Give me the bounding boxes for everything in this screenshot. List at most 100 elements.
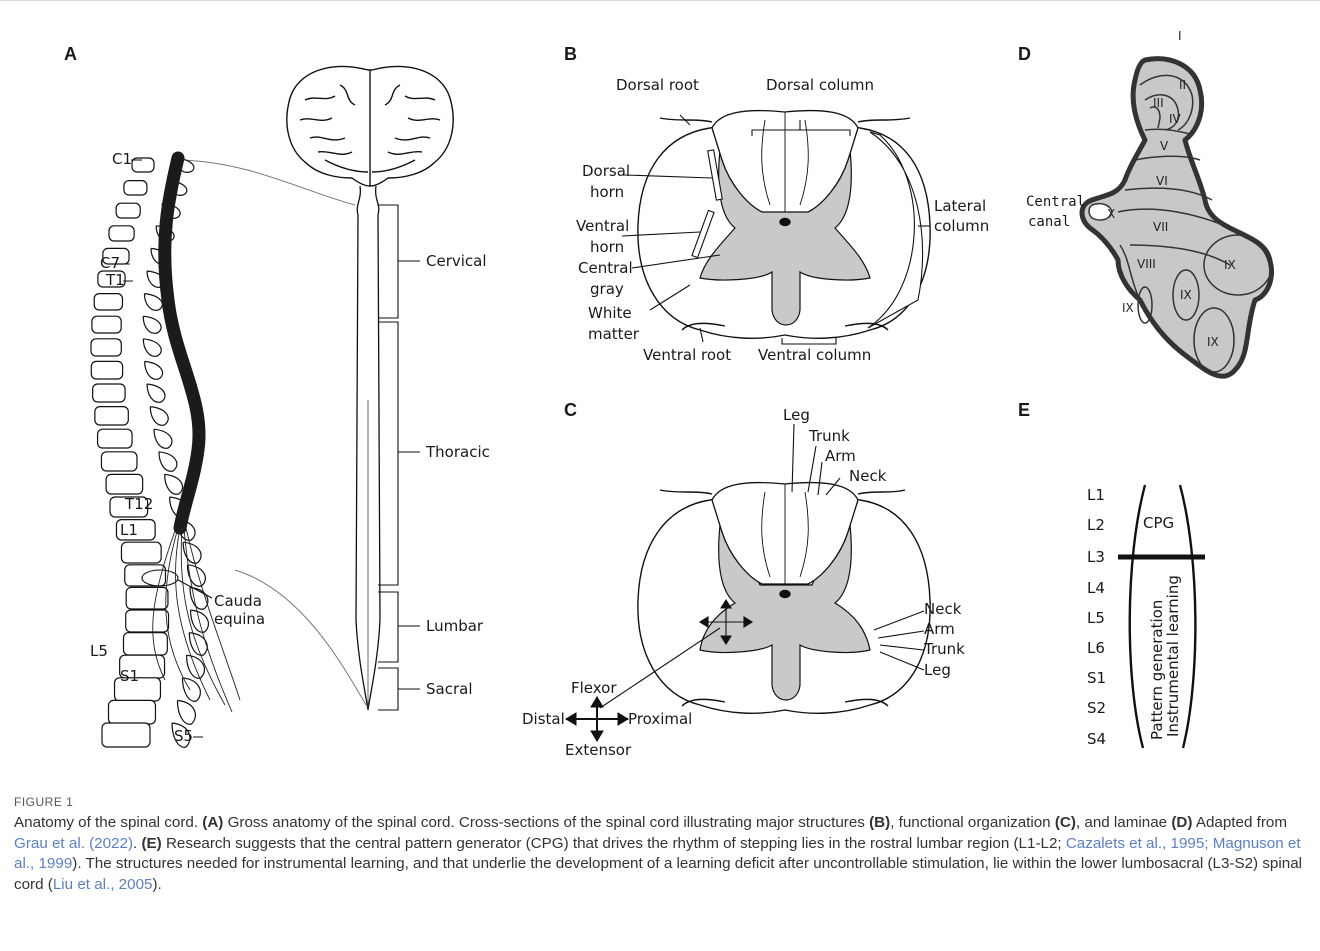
- lamina-vii: VII: [1153, 220, 1168, 234]
- segment-s1: S1: [1087, 669, 1106, 687]
- segment-l3: L3: [1087, 548, 1105, 566]
- caption-text-2: Gross anatomy of the spinal cord. Cross-…: [223, 814, 869, 831]
- vertebra-process: [189, 633, 207, 656]
- label-flexor: Flexor: [571, 679, 617, 697]
- citation-link-grau[interactable]: Grau et al. (2022): [14, 835, 133, 852]
- citation-link-liu[interactable]: Liu et al., 2005: [53, 876, 153, 893]
- label-white-matter-1: White: [588, 304, 632, 322]
- figure-number: FIGURE 1: [14, 795, 73, 809]
- lamina-ix-4: IX: [1207, 335, 1219, 349]
- vertebra-process: [144, 294, 162, 311]
- caption-bold-d: (D): [1171, 814, 1192, 831]
- label-dorsal-root: Dorsal root: [616, 76, 699, 94]
- lamina-ix-1: IX: [1224, 258, 1236, 272]
- segment-l5: L5: [1087, 609, 1105, 627]
- cauda-label-1: Cauda: [214, 592, 262, 610]
- label-c-arm: Arm: [825, 447, 856, 465]
- lamina-i: I: [1178, 29, 1182, 43]
- caption-text-1: Anatomy of the spinal cord.: [14, 814, 202, 831]
- label-dorsal-horn-1: Dorsal: [582, 162, 630, 180]
- lamina-ii: II: [1179, 78, 1186, 92]
- vertebra-process: [143, 316, 161, 333]
- caption-bold-e: (E): [141, 835, 161, 852]
- label-central-canal-2: canal: [1028, 214, 1070, 230]
- lamina-iii: III: [1153, 96, 1164, 110]
- vertebra-body: [91, 361, 122, 379]
- label-c1: C1: [112, 150, 132, 168]
- region-lumbar: Lumbar: [426, 617, 484, 635]
- panel-label-a: A: [64, 44, 77, 64]
- segment-l4: L4: [1087, 579, 1105, 597]
- spinal-cord-dark: [165, 158, 199, 528]
- vertebra-process: [150, 407, 168, 426]
- vertebra-process: [154, 429, 172, 448]
- label-lateral-column-1: Lateral: [934, 197, 986, 215]
- panel-label-c: C: [564, 400, 577, 420]
- vertebra-body: [126, 587, 168, 609]
- label-c-neck: Neck: [849, 467, 887, 485]
- label-white-matter-2: matter: [588, 325, 640, 343]
- vertebra-body: [102, 723, 150, 747]
- caption-bold-a: (A): [202, 814, 223, 831]
- cross-section-c: [638, 483, 930, 714]
- panel-label-e: E: [1018, 400, 1030, 420]
- vertebra-body: [109, 700, 156, 724]
- caption-text-3: , functional organization: [890, 814, 1055, 831]
- caption-text-7: Research suggests that the central patte…: [162, 835, 1066, 852]
- label-t1: T1: [105, 271, 125, 289]
- label-extensor: Extensor: [565, 741, 632, 759]
- vertebra-process: [159, 452, 177, 471]
- label-dorsal-column: Dorsal column: [766, 76, 874, 94]
- vertebra-process: [147, 384, 165, 402]
- label-central-gray-1: Central: [578, 259, 633, 277]
- segment-l2: L2: [1087, 516, 1105, 534]
- label-c-arm-side: Arm: [924, 620, 955, 638]
- caption-text-9: ).: [152, 876, 161, 893]
- vertebra-body: [95, 407, 128, 425]
- label-c-trunk: Trunk: [808, 427, 850, 445]
- vertebra-body: [116, 203, 140, 218]
- label-proximal: Proximal: [628, 710, 692, 728]
- vertebra-body: [126, 610, 169, 632]
- caption-text-5: Adapted from: [1192, 814, 1287, 831]
- label-l5: L5: [90, 642, 108, 660]
- vertebra-body: [109, 226, 134, 241]
- vertebra-process: [177, 700, 195, 724]
- label-ventral-horn-1: Ventral: [576, 217, 629, 235]
- lamina-v: V: [1160, 139, 1169, 153]
- caption-text-4: , and laminae: [1076, 814, 1171, 831]
- vertebral-column: [91, 158, 208, 747]
- lamina-iv: IV: [1169, 112, 1182, 126]
- vertebra-body: [121, 542, 161, 563]
- label-lateral-column-2: column: [934, 217, 989, 235]
- panel-label-d: D: [1018, 44, 1031, 64]
- label-c-trunk-side: Trunk: [923, 640, 965, 658]
- label-cpg: CPG: [1143, 514, 1174, 532]
- figure-1-illustration: A Cervical Thoracic Lumbar Sacral Cauda …: [0, 0, 1320, 770]
- caption-text-8: ). The structures needed for instrumenta…: [14, 855, 1302, 893]
- caption-bold-c: (C): [1055, 814, 1076, 831]
- vertebra-body: [91, 339, 121, 356]
- label-central-canal-1: Central: [1026, 194, 1085, 210]
- vertebra-process: [165, 474, 183, 494]
- label-c7: C7: [100, 254, 120, 272]
- vertebra-body: [98, 429, 132, 448]
- region-sacral: Sacral: [426, 680, 473, 698]
- label-c-neck-side: Neck: [924, 600, 962, 618]
- vertebra-body: [101, 452, 137, 471]
- panel-label-b: B: [564, 44, 577, 64]
- label-instrumental-learning: Instrumental learning: [1164, 575, 1182, 737]
- label-dorsal-horn-2: horn: [590, 183, 624, 201]
- label-t12: T12: [124, 495, 153, 513]
- figure-caption: Anatomy of the spinal cord. (A) Gross an…: [14, 813, 1309, 895]
- segment-s4: S4: [1087, 730, 1106, 748]
- label-s1: S1: [120, 667, 139, 685]
- label-c-leg: Leg: [783, 406, 810, 424]
- label-central-gray-2: gray: [590, 280, 624, 298]
- region-thoracic: Thoracic: [425, 443, 490, 461]
- vertebra-body: [92, 316, 121, 333]
- vertebra-body: [106, 474, 143, 494]
- vertebra-process: [145, 361, 163, 379]
- segment-s2: S2: [1087, 699, 1106, 717]
- region-brackets: [378, 205, 420, 710]
